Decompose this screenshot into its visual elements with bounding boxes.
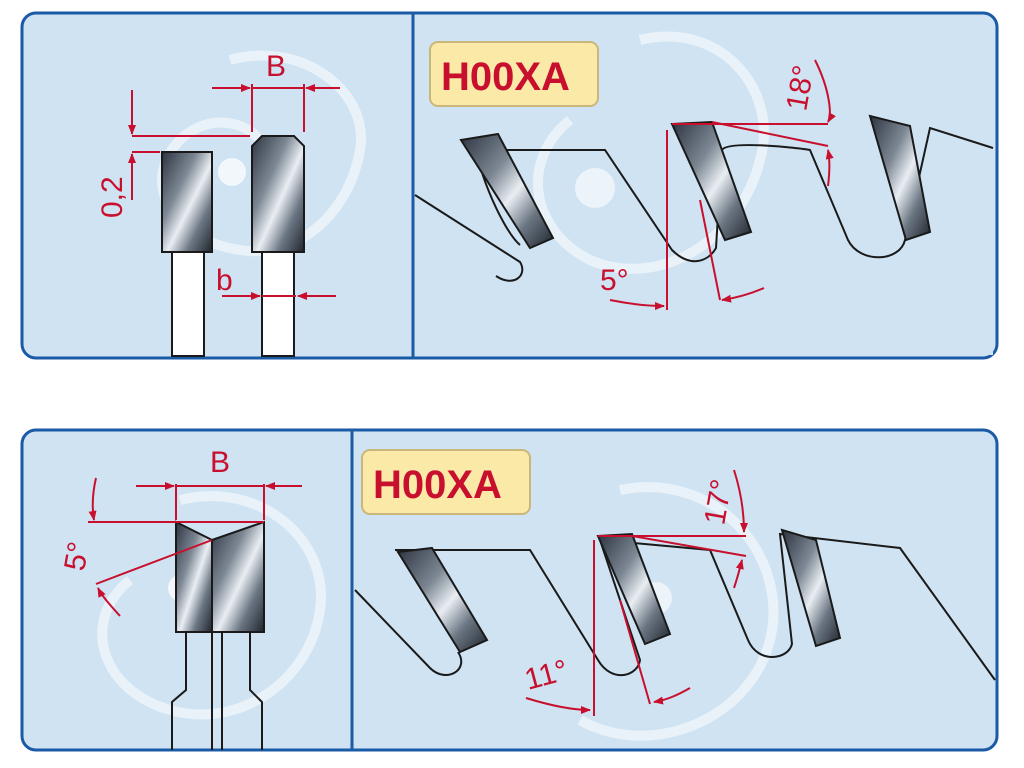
watermark-swirl-icon [97, 482, 779, 741]
angle-11-arc-right [653, 687, 691, 705]
top-panel: B 0,2 b H00XA [20, 11, 999, 360]
tooth-shank [171, 632, 263, 750]
badge [429, 41, 599, 107]
dim-B-label: B [266, 50, 286, 83]
watermark-dot-icon [218, 158, 246, 186]
top-front-view: B 0,2 b [96, 50, 340, 357]
badge-label: H00XA [373, 463, 502, 507]
bottom-front-view: B 5° [58, 446, 302, 750]
angle-5-arc-top [88, 477, 97, 521]
angle-5-label: 5° [58, 539, 95, 573]
carbide-tooth-3 [868, 114, 932, 242]
angle-5-arc-left [609, 299, 665, 310]
angle-5-label: 5° [600, 264, 629, 297]
carbide-tip-bevel-left [175, 520, 213, 633]
carbide-tooth-2 [596, 532, 672, 646]
angle-17-arc-bottom [733, 559, 744, 589]
angle-11-arc-left [525, 697, 591, 714]
carbide-tip-left [161, 151, 213, 253]
top-side-profile: H00XA 18° 5° [414, 41, 994, 310]
carbide-tooth-1 [396, 546, 489, 654]
angle-5-arc-bottom [97, 587, 121, 617]
dim-B-label: B [210, 446, 230, 479]
bottom-panel: B 5° H00XA 17° 1 [20, 428, 999, 752]
dim-b-label: b [216, 264, 233, 297]
angle-18-arc [814, 59, 836, 123]
angle-17-arc-top [733, 469, 748, 533]
bottom-side-profile: H00XA 17° 11° [354, 449, 996, 716]
watermark-swirl-icon [157, 31, 769, 274]
dim-0-2-label: 0,2 [96, 176, 129, 218]
badge-label: H00XA [441, 55, 570, 99]
carbide-tooth-1 [459, 132, 555, 250]
badge [361, 449, 531, 515]
carbide-tip-bevel-right [211, 520, 265, 633]
tooth-shank-left [171, 251, 205, 357]
carbide-tooth-2 [670, 120, 753, 242]
watermark-dot-icon [575, 168, 615, 208]
carbide-tooth-3 [780, 528, 842, 648]
angle-5-arc-right [721, 287, 765, 303]
angle-18-label: 18° [780, 63, 820, 113]
tooth-shank-right [261, 251, 295, 357]
angle-17-label: 17° [698, 477, 738, 527]
carbide-tip-right [251, 135, 305, 253]
